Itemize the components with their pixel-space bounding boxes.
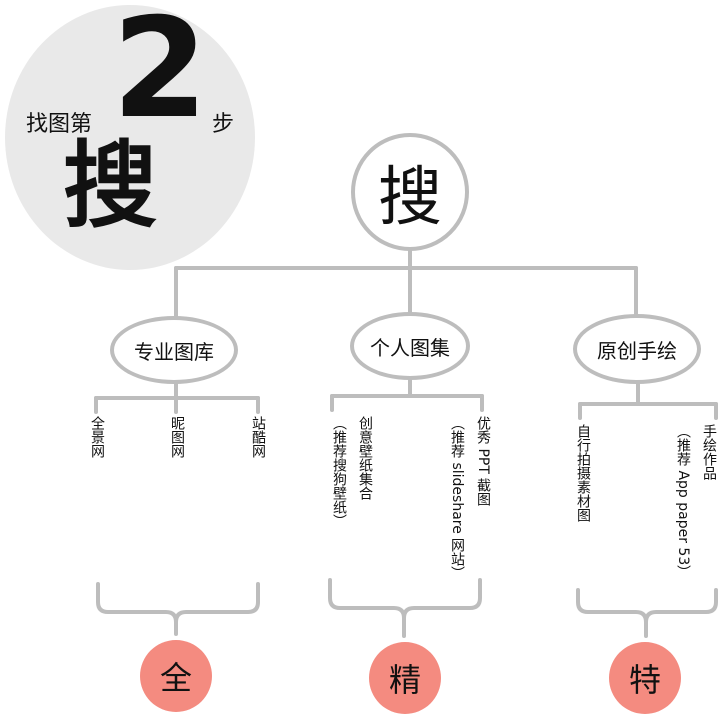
- cat2-brace: [328, 578, 482, 638]
- category-node-original-drawing: 原创手绘: [573, 314, 701, 384]
- item-self-shot-photos: 自行拍摄素材图: [575, 424, 591, 522]
- step-suffix: 步: [212, 112, 235, 137]
- item-nipic: 昵图网: [169, 416, 185, 458]
- item-paper53-recommendation: （推荐 App paper 53）: [675, 424, 691, 580]
- item-wallpaper-collection: 创意壁纸集合: [357, 416, 373, 500]
- item-ppt-recommendation: （推荐 slideshare 网站）: [449, 416, 465, 581]
- item-zcool: 站酷网: [250, 416, 266, 458]
- item-wallpaper-recommendation: （推荐搜狗壁纸）: [331, 416, 347, 528]
- cat3-brace: [576, 588, 718, 638]
- step-badge: [5, 5, 255, 270]
- step-prefix: 找图第: [26, 112, 93, 137]
- result-node-comprehensive: 全: [140, 640, 212, 712]
- cat1-brace: [96, 582, 260, 636]
- badge-big-word: 搜: [63, 132, 158, 241]
- result-node-unique: 特: [609, 642, 681, 714]
- item-ppt-screenshots: 优秀 PPT 截图: [475, 416, 491, 507]
- item-quanjing: 全景网: [89, 416, 105, 458]
- category-node-stock-library: 专业图库: [110, 316, 238, 384]
- category-node-personal-collection: 个人图集: [350, 312, 470, 380]
- item-hand-drawn-works: 手绘作品: [701, 424, 717, 480]
- result-node-refined: 精: [369, 642, 441, 714]
- step-number: 2: [111, 0, 209, 149]
- root-node: 搜: [351, 133, 469, 251]
